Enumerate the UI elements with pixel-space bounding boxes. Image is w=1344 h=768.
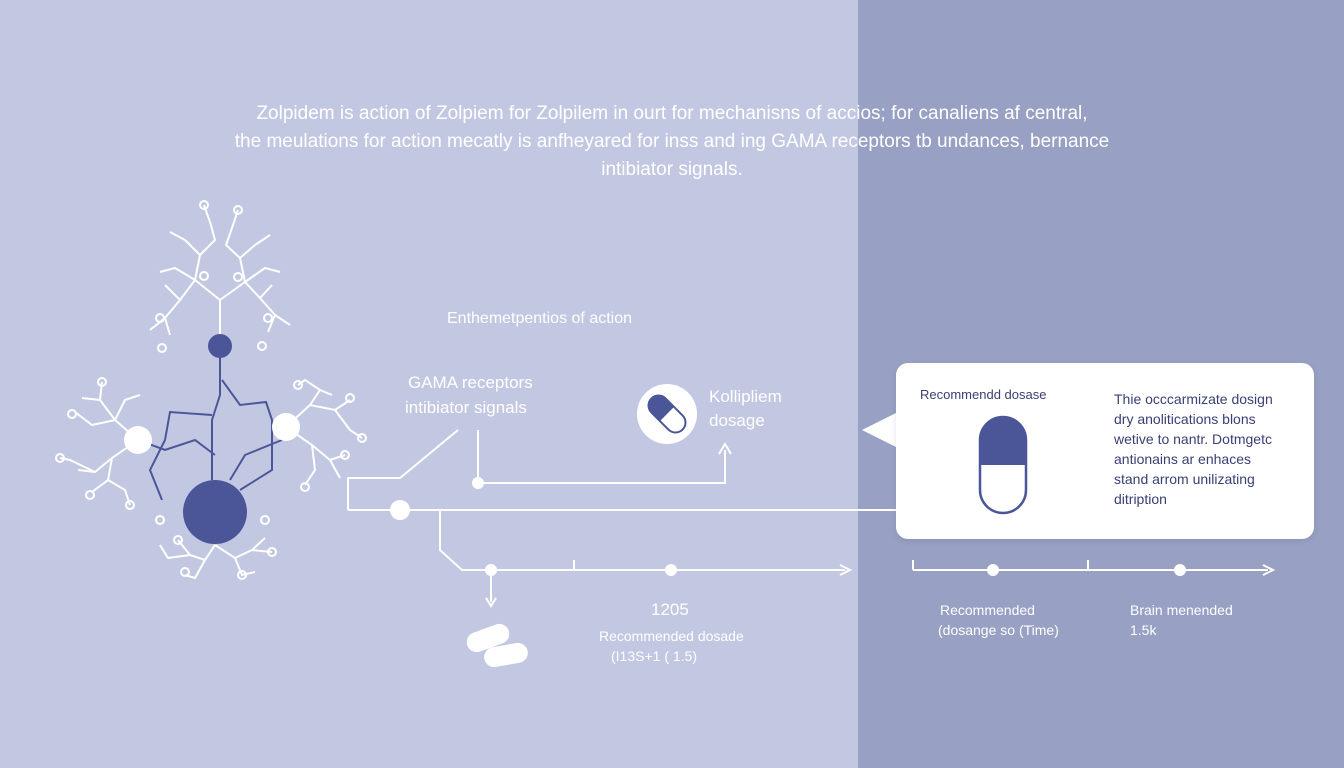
intro-line-1: Zolpidem is action of Zolpiem for Zolpil… [256, 103, 1088, 124]
receptor-connector [347, 429, 459, 510]
neuron-network-icon [55, 200, 367, 580]
capsule-icon [978, 415, 1028, 515]
right-dendrite [285, 378, 367, 492]
drug-junction-dot [472, 477, 484, 489]
right-node [272, 413, 300, 441]
cell-body [183, 480, 247, 544]
right-item-1-line-2: (dosange so (Time) [938, 622, 1059, 638]
left-timeline [439, 510, 845, 571]
right-item-2-line-2: 1.5k [1130, 622, 1157, 638]
dose-drop-arrow [485, 597, 497, 608]
right-timeline-dot-2 [1174, 564, 1186, 576]
right-timeline-dot-1 [987, 564, 999, 576]
intro-text: Zolpidem is action of Zolpiem for Zolpil… [200, 100, 1144, 184]
card-desc-line-4: antionains ar enhaces [1114, 451, 1251, 467]
card-desc-line-6: ditription [1114, 491, 1167, 507]
drug-arrow-head [718, 442, 732, 455]
left-dendrite [55, 377, 141, 510]
section-title: Enthemetpentios of action [447, 310, 633, 327]
left-panel [0, 0, 858, 768]
left-timeline-dot-2 [665, 564, 677, 576]
dose-value: 1205 [651, 600, 689, 619]
left-timeline-dot-1 [485, 564, 497, 576]
right-timeline-arrow [1262, 564, 1276, 576]
card-pointer [862, 412, 898, 448]
upper-dendrite [149, 200, 291, 353]
right-item-1-line-1: Recommended [940, 602, 1035, 618]
dose-caption: Recommended dosade [599, 628, 744, 644]
card-title: Recommendd dosase [920, 387, 1047, 402]
drug-label-line-2: dosage [709, 411, 765, 430]
lower-dendrite [155, 515, 277, 580]
capsule-icon [637, 384, 697, 444]
pill-icon [466, 623, 528, 668]
card-description: Thie occcarmizate dosign dry anoliticati… [1114, 389, 1273, 509]
card-desc-line-3: wetive to nantr. Dotmgetc [1114, 431, 1272, 447]
right-item-2-line-1: Brain menended [1130, 602, 1233, 618]
connector-lines [347, 429, 1276, 608]
card-desc-line-1: Thie occcarmizate dosign [1114, 391, 1273, 407]
receptor-label-line-2: intibiator signals [405, 398, 527, 417]
left-node [124, 426, 152, 454]
drug-connector [477, 430, 726, 484]
dosage-card: Recommendd dosase Thie occcarmizate dosi… [896, 363, 1314, 539]
intro-line-2: the meulations for action mecatly is anf… [234, 131, 1110, 152]
drug-label-line-1: Kollipliem [709, 387, 782, 406]
intro-line-3: intibiator signals. [601, 159, 743, 180]
card-desc-line-2: dry anolitications blons [1114, 411, 1256, 427]
axon-connectors [137, 358, 283, 501]
timeline-dots [390, 477, 1186, 576]
card-desc-line-5: stand arrom unilizating [1114, 471, 1255, 487]
main-junction-dot [390, 500, 410, 520]
left-timeline-arrow [839, 564, 853, 576]
upper-node [208, 334, 232, 358]
receptor-label-line-1: GAMA receptors [408, 373, 533, 392]
dose-range: (I13S+1 ( 1.5) [611, 648, 697, 664]
